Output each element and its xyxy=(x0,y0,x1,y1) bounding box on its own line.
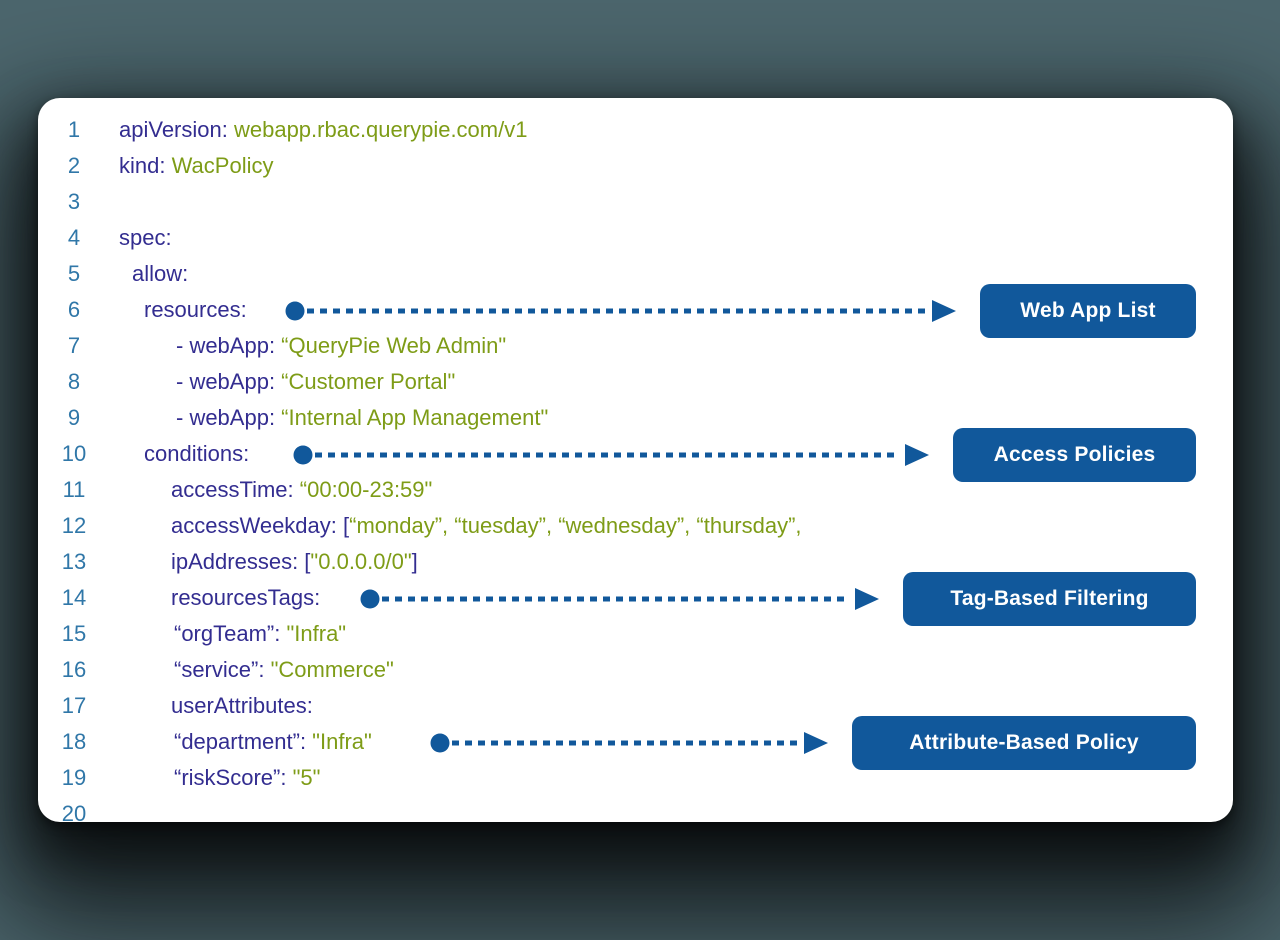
code-text: “riskScore”: "5" xyxy=(174,765,321,790)
line-number: 20 xyxy=(61,801,87,822)
code-text: - webApp: “Internal App Management" xyxy=(176,405,549,430)
code-text: “department”: "Infra" xyxy=(174,729,372,754)
code-line: 3 xyxy=(38,184,1233,220)
code-line: 4 spec: xyxy=(38,220,1233,256)
line-number: 11 xyxy=(62,477,86,502)
line-number: 2 xyxy=(67,153,81,178)
code-line: 13 ipAddresses: ["0.0.0.0/0"] xyxy=(38,544,1233,580)
line-number: 7 xyxy=(67,333,81,358)
code-line: 12 accessWeekday: [“monday”, “tuesday”, “… xyxy=(38,508,1233,544)
code-text: conditions: xyxy=(144,441,250,466)
code-text: ipAddresses: ["0.0.0.0/0"] xyxy=(171,549,418,574)
code-line: 8 - webApp: “Customer Portal" xyxy=(38,364,1233,400)
code-text: - webApp: “Customer Portal" xyxy=(176,369,456,394)
code-line: 16 “service”: "Commerce" xyxy=(38,652,1233,688)
line-number: 9 xyxy=(67,405,81,430)
line-number: 8 xyxy=(67,369,81,394)
dashed-arrow-icon xyxy=(360,588,879,610)
code-text: spec: xyxy=(119,225,172,250)
line-number: 17 xyxy=(61,693,87,718)
code-text: accessTime: “00:00-23:59" xyxy=(171,477,433,502)
code-line: 5 allow: xyxy=(38,256,1233,292)
code-text: “orgTeam”: "Infra" xyxy=(174,621,347,646)
line-number: 15 xyxy=(61,621,87,646)
line-number: 13 xyxy=(61,549,87,574)
code-text: resources: xyxy=(144,297,247,322)
line-number: 3 xyxy=(67,189,81,214)
code-line: 17 userAttributes: xyxy=(38,688,1233,724)
code-text: “service”: "Commerce" xyxy=(174,657,394,682)
code-line: 20 xyxy=(38,796,1233,822)
code-text: accessWeekday: [“monday”, “tuesday”, “we… xyxy=(171,513,802,538)
line-number: 4 xyxy=(67,225,81,250)
code-line: 18 “department”: "Infra" xyxy=(38,724,1233,760)
code-line: 7 - webApp: “QueryPie Web Admin" xyxy=(38,328,1233,364)
line-number: 19 xyxy=(61,765,87,790)
code-text: userAttributes: xyxy=(171,693,313,718)
badge-web-app-list: Web App List xyxy=(980,284,1196,338)
code-line: 11 accessTime: “00:00-23:59" xyxy=(38,472,1233,508)
line-number: 16 xyxy=(61,657,87,682)
code-area: 1 apiVersion: webapp.rbac.querypie.com/v1… xyxy=(38,112,1233,822)
badge-tag-based-filtering: Tag-Based Filtering xyxy=(903,572,1196,626)
code-line: 9 - webApp: “Internal App Management" xyxy=(38,400,1233,436)
code-editor-card: 1 apiVersion: webapp.rbac.querypie.com/v1… xyxy=(38,98,1233,822)
line-number: 14 xyxy=(61,585,87,610)
code-line: 10 conditions: xyxy=(38,436,1233,472)
code-text: apiVersion: webapp.rbac.querypie.com/v1 xyxy=(119,117,528,142)
code-line: 2 kind: WacPolicy xyxy=(38,148,1233,184)
code-line: 15 “orgTeam”: "Infra" xyxy=(38,616,1233,652)
line-number: 18 xyxy=(61,729,87,754)
badge-access-policies: Access Policies xyxy=(953,428,1196,482)
line-number: 12 xyxy=(61,513,87,538)
code-line: 19 “riskScore”: "5" xyxy=(38,760,1233,796)
code-text: allow: xyxy=(132,261,189,286)
badge-attribute-based-policy: Attribute-Based Policy xyxy=(852,716,1196,770)
line-number: 10 xyxy=(61,441,87,466)
code-text: resourcesTags: xyxy=(171,585,321,610)
code-text: kind: WacPolicy xyxy=(119,153,274,178)
code-text: - webApp: “QueryPie Web Admin" xyxy=(176,333,507,358)
line-number: 1 xyxy=(67,117,81,142)
dashed-arrow-icon xyxy=(285,300,956,322)
dashed-arrow-icon xyxy=(430,732,828,754)
line-number: 6 xyxy=(67,297,81,322)
code-line: 14 resourcesTags: xyxy=(38,580,1233,616)
dashed-arrow-icon xyxy=(293,444,929,466)
code-line: 6 resources: xyxy=(38,292,1233,328)
line-number: 5 xyxy=(67,261,81,286)
code-line: 1 apiVersion: webapp.rbac.querypie.com/v1 xyxy=(38,112,1233,148)
